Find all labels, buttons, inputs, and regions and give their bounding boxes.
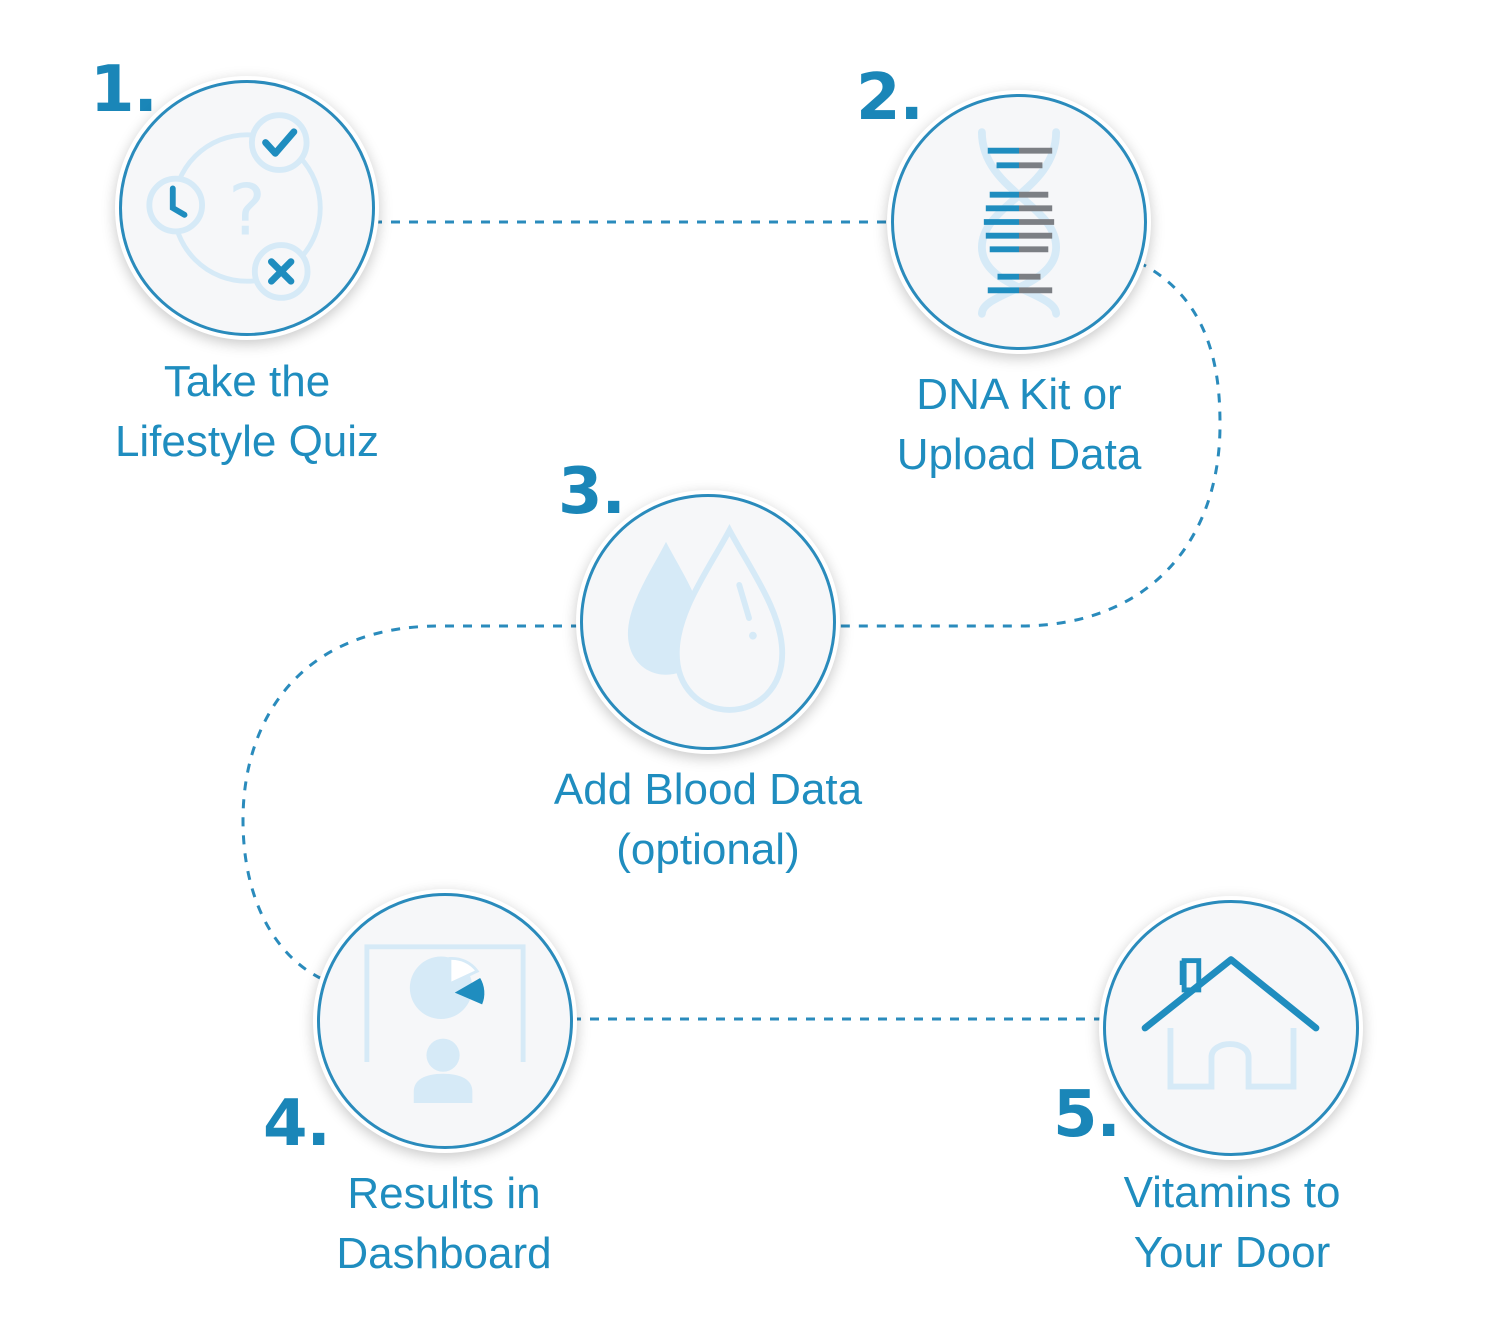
step-1-label-line-1: Take the — [163, 357, 331, 406]
step-5-label-line-1: Vitamins to — [1123, 1168, 1341, 1217]
step-4-circle — [317, 893, 573, 1149]
step-4-label-line-2: Dashboard — [336, 1229, 552, 1278]
step-5-label-line-2: Your Door — [1133, 1228, 1331, 1277]
step-4-number: 4. — [263, 1087, 331, 1161]
step-1-circle: ? — [119, 80, 375, 336]
step-3-label-line-2: (optional) — [616, 825, 800, 874]
blood-drops-icon — [627, 524, 786, 713]
svg-text:?: ? — [228, 169, 265, 251]
lifestyle-quiz-icon: ? — [146, 112, 323, 301]
step-2-label: DNA Kit or Upload Data — [819, 365, 1219, 485]
step-3-number: 3. — [558, 455, 626, 529]
step-5-circle — [1103, 900, 1359, 1156]
step-2-label-line-1: DNA Kit or — [916, 370, 1122, 419]
connector-2-3 — [838, 260, 1222, 628]
step-3-label: Add Blood Data (optional) — [508, 760, 908, 880]
step-1-label-line-2: Lifestyle Quiz — [114, 417, 380, 466]
house-icon — [1141, 956, 1320, 1090]
step-4-label-line-1: Results in — [347, 1169, 541, 1218]
step-2-circle — [891, 94, 1147, 350]
dna-icon — [977, 128, 1061, 318]
step-3-circle — [580, 494, 836, 750]
dashboard-icon — [364, 944, 526, 1104]
step-1-number: 1. — [90, 53, 158, 127]
step-5-number: 5. — [1053, 1078, 1121, 1152]
step-2-label-line-2: Upload Data — [896, 430, 1142, 479]
step-5-label: Vitamins to Your Door — [1032, 1163, 1432, 1283]
step-4-label: Results in Dashboard — [244, 1164, 644, 1284]
step-2-number: 2. — [856, 61, 924, 135]
connector-3-4 — [241, 624, 580, 980]
step-3-label-line-1: Add Blood Data — [553, 765, 863, 814]
step-1-label: Take the Lifestyle Quiz — [47, 352, 447, 472]
